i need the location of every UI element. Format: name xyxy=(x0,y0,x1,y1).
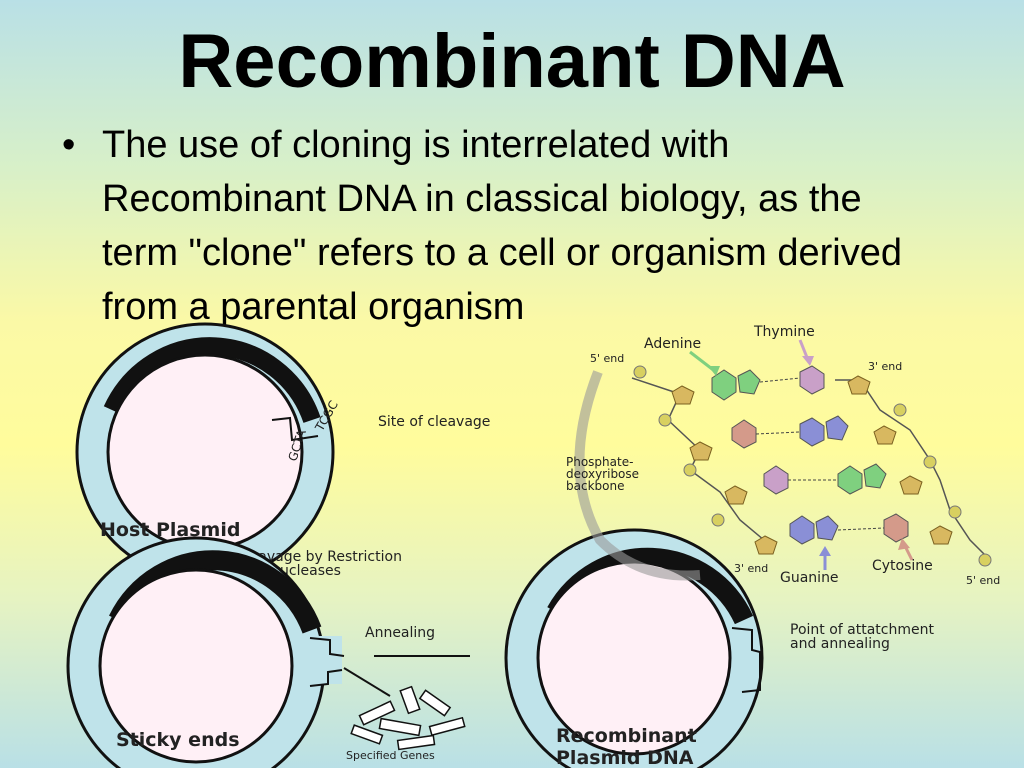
slide-title: Recombinant DNA xyxy=(178,19,846,104)
host-plasmid xyxy=(75,322,335,582)
backbone-label-line2: deoxyribose xyxy=(566,467,639,481)
thymine-label: Thymine xyxy=(753,324,815,340)
three-end-bottom-label: 3' end xyxy=(734,562,768,575)
sticky-ends-plasmid xyxy=(66,536,345,768)
backbone-label-line1: Phosphate- xyxy=(566,455,633,469)
gene-pointer-line xyxy=(343,667,391,697)
cytosine-label: Cytosine xyxy=(872,558,933,574)
annealing-label: Annealing xyxy=(365,625,435,641)
bullet-marker: • xyxy=(62,124,76,166)
specified-genes-label: Specified Genes xyxy=(346,749,435,762)
recombinant-label-line1: Recombinant xyxy=(556,725,697,747)
sticky-ends-label: Sticky ends xyxy=(116,729,240,751)
adenine-label: Adenine xyxy=(644,336,701,352)
five-end-bottom-label: 5' end xyxy=(966,574,1000,587)
cleavage-label-line1: Cleavage by Restriction xyxy=(236,549,402,565)
backbone-label-line3: backbone xyxy=(566,479,624,493)
attachment-label-line1: Point of attatchment xyxy=(790,622,934,638)
recombinant-plasmid xyxy=(504,528,764,768)
guanine-label: Guanine xyxy=(780,570,839,586)
bullet-text: The use of cloning is interrelated with … xyxy=(102,124,902,328)
site-of-cleavage-label: Site of cleavage xyxy=(378,414,490,430)
gene-fragments xyxy=(350,685,466,751)
three-end-top-label: 3' end xyxy=(868,360,902,373)
five-end-top-label: 5' end xyxy=(590,352,624,365)
attachment-label-line2: and annealing xyxy=(790,636,890,652)
bullet-point: • The use of cloning is interrelated wit… xyxy=(62,118,952,334)
dna-structure xyxy=(574,339,992,581)
backbone-bracket xyxy=(574,370,701,581)
host-plasmid-label: Host Plasmid xyxy=(100,519,240,541)
recombinant-label-line2: Plasmid DNA xyxy=(556,747,694,768)
